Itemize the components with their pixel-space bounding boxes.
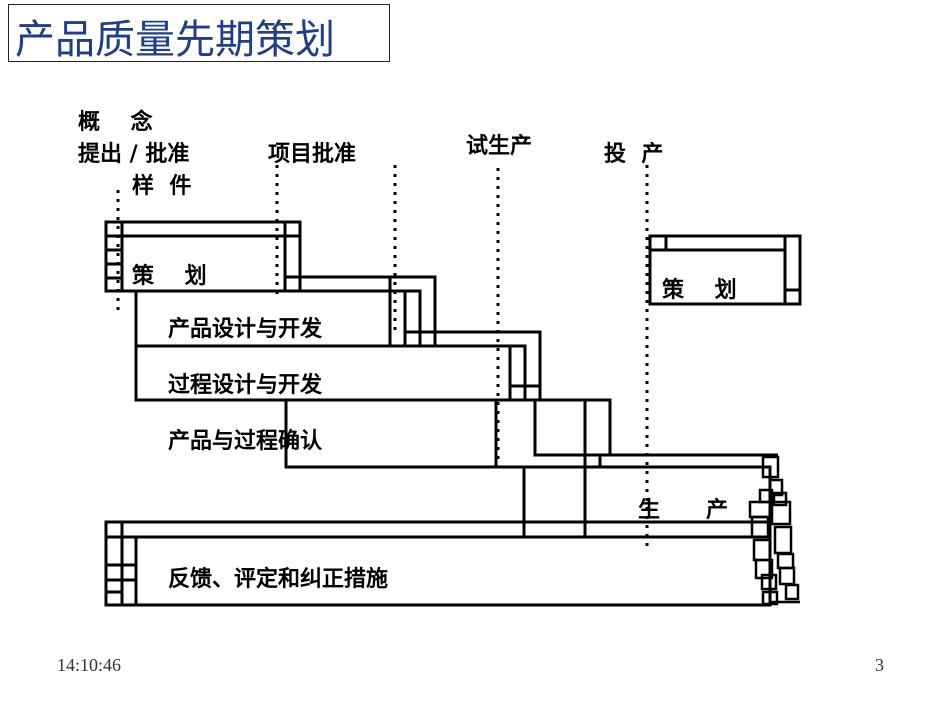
phase-production: 生 产: [638, 498, 728, 523]
milestone-concept: 概 念: [78, 110, 153, 135]
page-number: 3: [875, 655, 884, 675]
validation-box: [284, 400, 498, 469]
milestone-lines: [116, 165, 649, 548]
milestone-pilot: 试生产: [466, 134, 533, 159]
footer-time: 14:10:46: [57, 655, 122, 675]
slide-title: 产品质量先期策划: [15, 17, 335, 63]
phase-product-design: 产品设计与开发: [168, 317, 323, 342]
milestone-launch: 投 产: [604, 142, 664, 167]
stacked-blocks: [748, 455, 800, 606]
phase-process-design: 过程设计与开发: [168, 373, 323, 398]
milestone-proposal: 提出 / 批准: [78, 142, 190, 167]
phase-feedback: 反馈、评定和纠正措施: [168, 567, 389, 592]
phase-planning: 策 划: [132, 264, 207, 289]
milestone-prototype: 样 件: [132, 174, 192, 199]
phase-planning-right: 策 划: [662, 278, 737, 303]
title-box: 产品质量先期策划: [8, 4, 390, 63]
phase-validation: 产品与过程确认: [168, 429, 323, 454]
milestone-project-approval: 项目批准: [268, 142, 357, 167]
planning-right-box: [648, 234, 802, 306]
